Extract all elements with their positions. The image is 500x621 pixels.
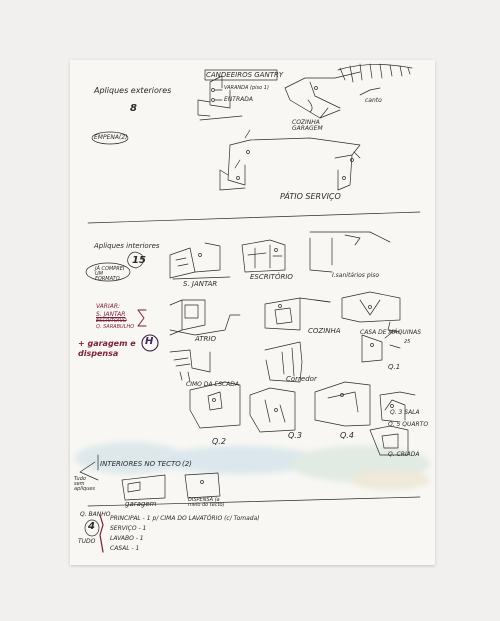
cozinha-garagem-label: COZINHA GARAGEM [292,119,323,132]
entrada-label: ENTRADA [224,96,253,103]
tudo-label: TUDO [78,538,96,545]
list-item-lavabo: LAVABO - 1 [110,535,144,542]
variar-item-s-jantar: S. JANTAR [96,311,126,318]
interiores-tecto-count: (2) [182,460,192,468]
list-item-servico: SERVIÇO - 1 [110,525,147,532]
label-sanitarios: I.sanitários piso [332,272,380,279]
label-q1: Q.1 [388,363,401,371]
candeeiros-label: CANDEEIROS GANTRY [206,70,284,79]
q-banho-label: Q. BANHO [80,511,111,518]
ja-comprei-note: JÁ COMPREI UM FORMATO [95,266,125,282]
list-item-casal: CASAL - 1 [110,545,140,552]
label-dispensa: DISPENSA (a meio do tecto) [188,497,225,508]
drawing-sheet: CANDEEIROS GANTRY Apliques exteriores 8 … [70,60,435,565]
interiores-tecto-title: INTERIORES NO TECTO [100,460,181,468]
label-q5-quarto: Q. 5 QUARTO [388,421,429,428]
tudo-sem-apliques-note: Tudo sem apliques [74,476,96,492]
label-cimo-escada: CIMO DA ESCADA [186,381,240,388]
variar-item-q-sarabulho: Q. SARABULHO [96,324,135,330]
list-item-principal: PRINCIPAL - 1 p/ CIMA DO LAVATÓRIO (c/ T… [110,515,260,522]
empenas-note: EMPENA(2) [94,134,128,141]
apliques-interiores-title: Apliques interiores [94,242,160,250]
label-cozinha: COZINHA [308,327,341,335]
q-banho-count: 4 [88,521,95,532]
garagem-dispensa-note: + garagem e dispensa [78,339,136,358]
label-q3: Q.3 [288,431,302,440]
q1-note: 25 [404,339,411,345]
patio-servico-label: PÁTIO SERVIÇO [280,192,341,201]
label-q4: Q.4 [340,431,354,440]
label-q2: Q.2 [212,437,226,446]
divider-line-2 [87,496,421,507]
apliques-exteriores-title: Apliques exteriores [94,86,172,95]
label-casa-maquinas: CASA DE MÁQUINAS [360,329,421,336]
divider-line-1 [87,211,421,224]
apliques-exteriores-count: 8 [130,103,137,114]
label-escritorio: ESCRITÓRIO [250,273,293,281]
label-corredor: Corredor [286,375,317,383]
sketch-drawings [75,63,430,553]
label-atrio: ÁTRIO [195,335,216,343]
circled-h: H [145,336,154,347]
variar-title: VARIAR: [96,303,121,310]
varanda-label: VARANDA (piso 1) [224,85,269,91]
canto-note: canto [365,97,382,104]
label-q3-sala: Q. 3 SALA [390,409,420,416]
label-s-jantar: S. JANTAR [183,280,218,288]
apliques-interiores-count: 15 [132,255,146,266]
variar-item-escritorio: ESCRITÓRIO [96,318,127,324]
label-q-criada: Q. CRIADA [388,451,420,458]
label-garagem: garagem [125,500,157,508]
